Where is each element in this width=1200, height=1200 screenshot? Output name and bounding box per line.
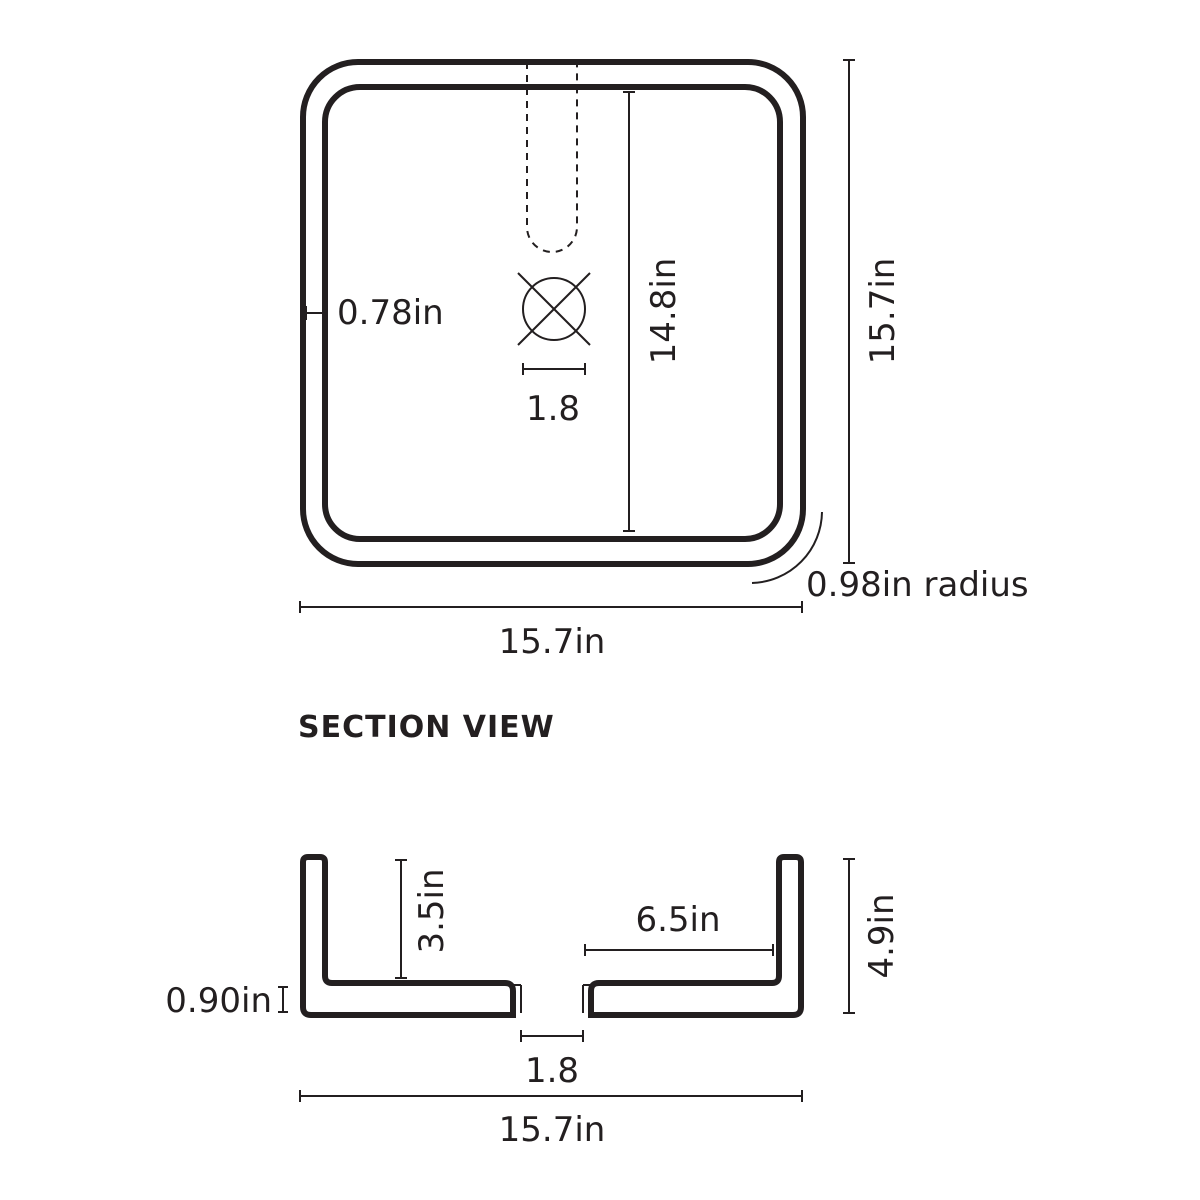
half-width-label: 6.5in: [635, 900, 720, 940]
overflow-channel-hidden: [526, 62, 578, 253]
corner-radius-arc: [751, 511, 823, 584]
bottom-thickness-label: 0.90in: [165, 981, 272, 1021]
basin-outer-outline: [300, 59, 806, 567]
section-view-title: SECTION VIEW: [298, 710, 555, 745]
drain-cross-line: [517, 272, 591, 346]
outer-width-label: 15.7in: [499, 622, 606, 662]
total-height-label: 4.9in: [862, 893, 902, 978]
drain-circle: [522, 277, 586, 341]
section-right-profile: [588, 854, 804, 1018]
inner-depth-label: 3.5in: [412, 868, 452, 953]
section-outer-width-label: 15.7in: [499, 1110, 606, 1150]
inner-length-label: 14.8in: [644, 258, 684, 365]
section-view: 3.5in 6.5in 4.9in 0.90in 1.8 15.7in: [165, 854, 902, 1150]
section-drain-diameter-label: 1.8: [525, 1051, 579, 1091]
top-view: 1.8 0.78in 14.8in 15.7in 0.98in radius 1…: [299, 59, 1029, 662]
wall-thickness-label: 0.78in: [337, 293, 444, 333]
corner-radius-label: 0.98in radius: [806, 565, 1029, 605]
section-left-profile: [300, 854, 516, 1018]
outer-height-label: 15.7in: [863, 258, 903, 365]
drain-diameter-label: 1.8: [526, 389, 580, 429]
